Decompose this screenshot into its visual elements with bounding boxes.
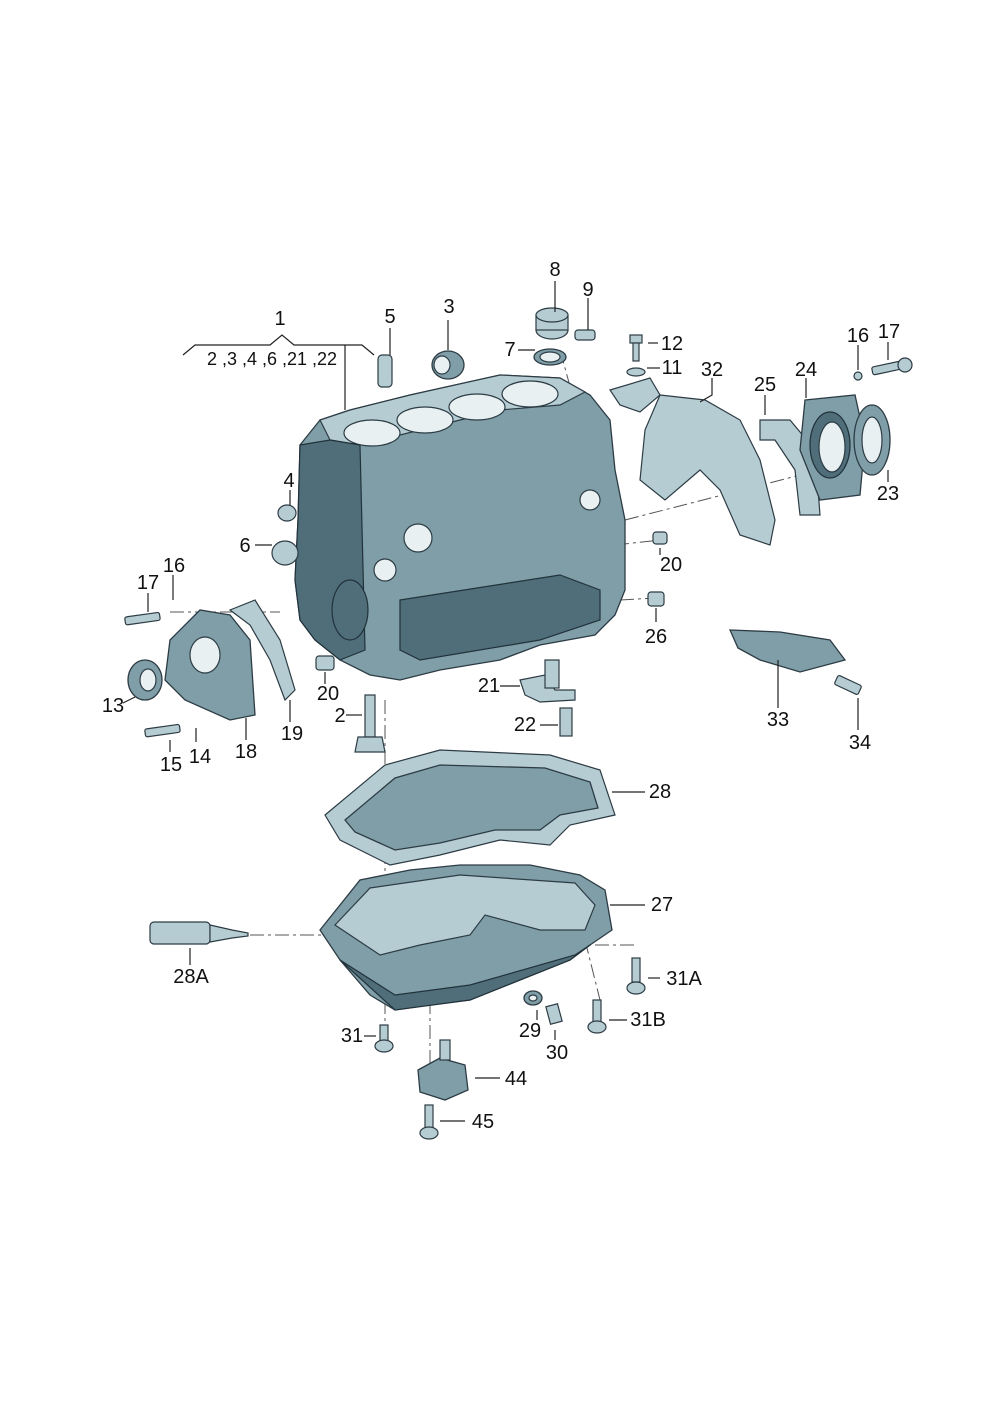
front-seal-flange-18 [164,609,256,721]
oil-pan-bolts [374,957,646,1053]
oil-filter-flange-8 [533,307,596,366]
callout-19: 19 [281,723,303,745]
callout-16-left: 16 [163,555,185,577]
callout-1-subparts: 2 ,3 ,4 ,6 ,21 ,22 [207,349,337,369]
oil-level-sensor-44 [417,1039,469,1140]
callout-20-right: 20 [660,554,682,576]
callout-31A: 31A [666,968,702,990]
callout-30: 30 [546,1042,568,1064]
cylinder-block [294,374,626,681]
callout-4: 4 [283,470,294,492]
heat-shield-33 [728,629,862,695]
callout-17-right: 17 [878,321,900,343]
callout-32: 32 [701,359,723,381]
callout-28: 28 [649,781,671,803]
callout-20-left: 20 [317,683,339,705]
callout-22: 22 [514,714,536,736]
bolt-12 [609,334,661,413]
callout-1: 1 [274,308,285,330]
callout-29: 29 [519,1020,541,1042]
callout-14: 14 [189,746,211,768]
callout-7: 7 [504,339,515,361]
bolts-15-17-left [124,611,181,738]
callout-45: 45 [472,1111,494,1133]
callout-17-left: 17 [137,572,159,594]
bushing-3 [431,350,465,380]
callout-21: 21 [478,675,500,697]
dowel-sleeve-5 [377,354,393,388]
dowels-20-26 [315,531,668,671]
callout-5: 5 [384,306,395,328]
callout-24: 24 [795,359,817,381]
callout-26: 26 [645,626,667,648]
callout-6: 6 [239,535,250,557]
seal-ring-23 [853,404,891,476]
sealant-tube-28A [149,921,249,945]
callout-23: 23 [877,483,899,505]
callout-33: 33 [767,709,789,731]
oil-pan-gasket-28 [324,749,616,866]
leader-lines [122,281,889,1122]
oil-pan-27 [319,864,613,1011]
callout-34: 34 [849,732,871,754]
callout-labels: 1 2 ,3 ,4 ,6 ,21 ,22 5 3 8 9 7 12 11 32 … [102,259,900,1133]
callout-15: 15 [160,754,182,776]
oil-spray-jet-21 [519,659,576,737]
callout-8: 8 [549,259,560,281]
bolt-2 [354,694,386,753]
callout-9: 9 [582,279,593,301]
callout-16-right: 16 [847,325,869,347]
callout-44: 44 [505,1068,527,1090]
gasket-32 [639,394,776,546]
plugs-4-6 [271,504,299,566]
callout-11: 11 [662,357,683,379]
callout-2: 2 [334,705,345,727]
gasket-19 [228,599,296,702]
sealing-flange-24 [799,394,866,501]
callout-12: 12 [661,333,683,355]
seal-ring-13 [127,659,163,701]
callout-13: 13 [102,695,124,717]
callout-31B: 31B [630,1009,666,1031]
bolt-17-right [853,357,913,381]
callout-28A: 28A [173,966,209,988]
callout-31: 31 [341,1025,363,1047]
callout-18: 18 [235,741,257,763]
callout-3: 3 [443,296,454,318]
callout-27: 27 [651,894,673,916]
callout-25: 25 [754,374,776,396]
